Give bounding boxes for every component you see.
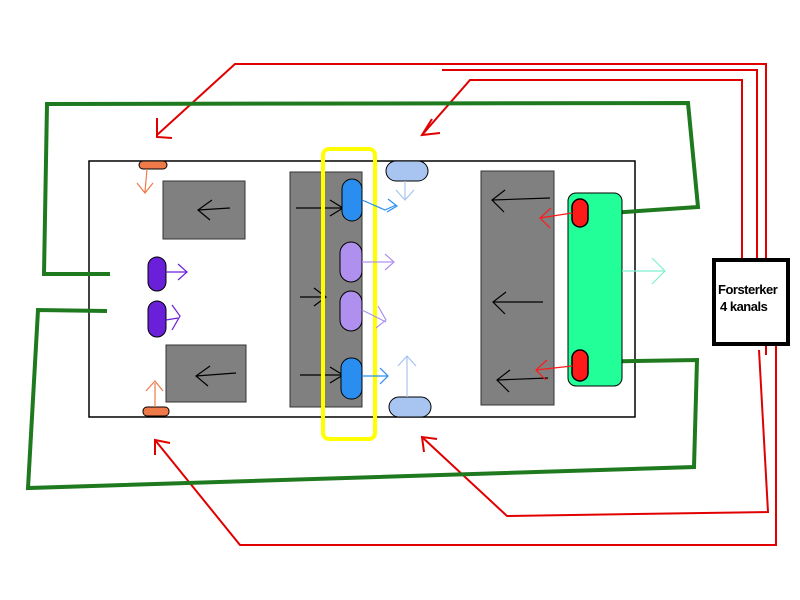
red-wires bbox=[154, 63, 777, 546]
purple-sound-arrows bbox=[165, 263, 188, 331]
orange-sound-arrows bbox=[136, 168, 164, 407]
right-panel-arrows bbox=[491, 189, 551, 393]
middle-speaker-sound-arrows bbox=[361, 198, 399, 385]
green-wires bbox=[25, 100, 701, 491]
amplifier-label-line2: 4 kanals bbox=[720, 299, 768, 314]
speaker-blue-bottom bbox=[340, 357, 363, 400]
subwoofer-box bbox=[567, 192, 623, 387]
amplifier-label-line1: Forsterker bbox=[718, 282, 778, 297]
speaker-red-top bbox=[571, 198, 589, 228]
speaker-lavender-lower bbox=[339, 290, 363, 332]
speaker-lightblue-top bbox=[385, 160, 429, 182]
highlight-box bbox=[321, 147, 377, 441]
speaker-box-bottom-left bbox=[165, 344, 247, 403]
speaker-purple-upper bbox=[147, 256, 167, 292]
lightblue-sound-arrows bbox=[395, 181, 417, 397]
speaker-purple-lower bbox=[147, 300, 167, 338]
amplifier-box: Forsterker 4 kanals bbox=[712, 258, 790, 346]
door-panel-right bbox=[480, 170, 555, 406]
left-arrows bbox=[195, 199, 237, 387]
red-speaker-arrows bbox=[535, 207, 573, 381]
speaker-orange-top bbox=[138, 160, 168, 170]
speaker-red-bottom bbox=[571, 349, 589, 382]
speaker-lightblue-bottom bbox=[388, 396, 432, 418]
speaker-lavender-upper bbox=[339, 241, 363, 283]
speaker-blue-top bbox=[341, 178, 363, 222]
speaker-orange-bottom bbox=[142, 406, 170, 417]
subwoofer-sound-arrow bbox=[622, 257, 666, 285]
